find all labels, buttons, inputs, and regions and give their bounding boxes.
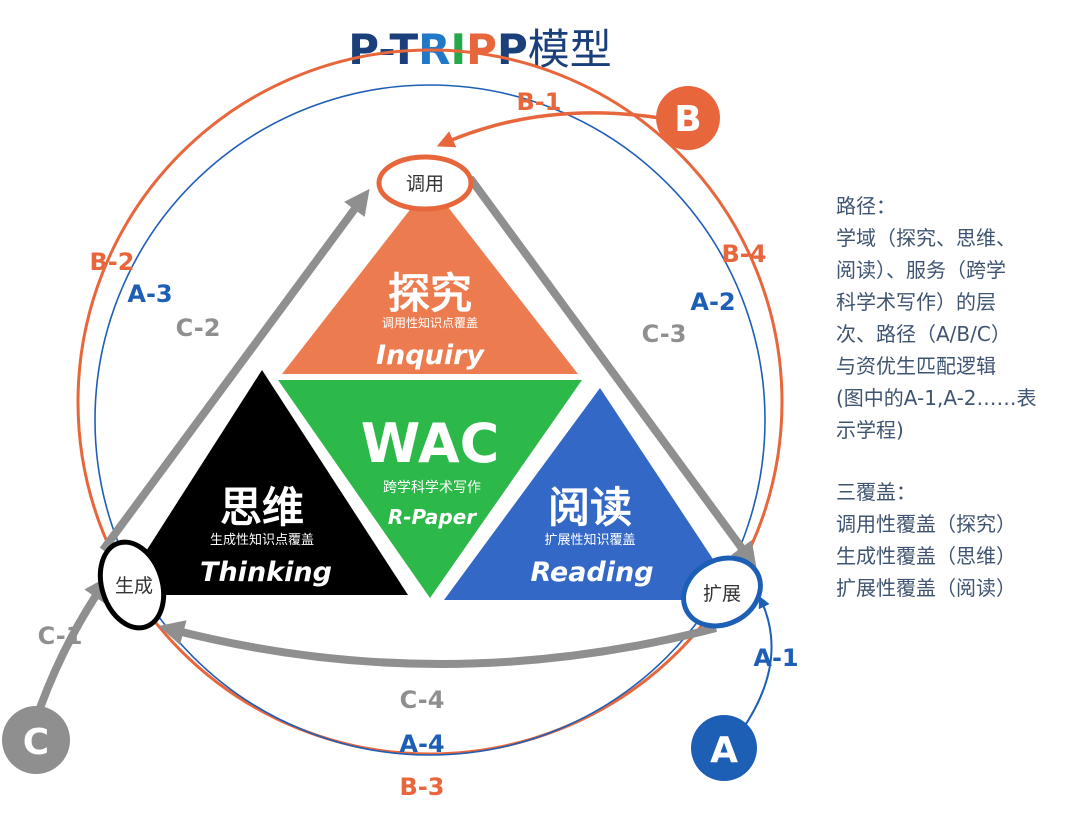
wac-big: WAC	[361, 412, 500, 475]
node-right-label: 扩展	[703, 583, 741, 605]
thinking-en: Thinking	[200, 557, 332, 588]
paths-line: 学域（探究、思维、	[836, 226, 1016, 250]
paths-line: 阅读）、服务（跨学	[836, 258, 1006, 282]
coverage-line: 扩展性覆盖（阅读）	[836, 576, 1016, 600]
title-letter-4: P	[497, 25, 528, 74]
thinking-triangle	[118, 370, 408, 595]
b-path-circle	[76, 48, 784, 756]
coverage-line: 生成性覆盖（思维）	[836, 544, 1016, 568]
paths-line: 与资优生匹配逻辑	[836, 354, 996, 378]
label-a1: A-1	[753, 644, 798, 672]
paths-line: 路径：	[836, 194, 896, 218]
label-b1: B-1	[517, 88, 562, 116]
title-letter-3: P	[466, 25, 497, 74]
coverage-explanation: 三覆盖： 调用性覆盖（探究） 生成性覆盖（思维） 扩展性覆盖（阅读）	[836, 476, 1072, 604]
reading-sub: 扩展性知识覆盖	[544, 532, 635, 548]
inquiry-en: Inquiry	[376, 340, 485, 371]
legend-notes: 路径： 学域（探究、思维、 阅读）、服务（跨学 科学术写作）的层 次、路径（A/…	[836, 190, 1072, 634]
node-top	[376, 154, 474, 212]
label-b4: B-4	[722, 240, 767, 268]
label-a3: A-3	[127, 280, 172, 308]
paths-line: 次、路径（A/B/C）	[836, 322, 1011, 346]
start-a-label: A	[710, 730, 738, 771]
start-b-label: B	[674, 99, 701, 140]
title-letter-2: I	[451, 25, 467, 74]
paths-line: 示学程)	[836, 418, 904, 442]
diagram-title: P-TRIPP模型	[348, 25, 612, 74]
start-c-label: C	[23, 722, 49, 763]
c2-path	[99, 188, 370, 553]
label-a4: A-4	[399, 730, 444, 758]
a-path-circle	[94, 84, 766, 756]
wac-sub: 跨学科学术写作	[383, 480, 481, 496]
wac-triangle	[278, 380, 582, 598]
node-left	[97, 539, 167, 631]
reading-zh: 阅读	[548, 483, 632, 532]
inquiry-triangle	[282, 184, 578, 374]
label-c3: C-3	[642, 320, 687, 348]
node-top-label: 调用	[406, 173, 444, 195]
a1-path	[741, 595, 773, 731]
paths-line: (图中的A-1,A-2……表	[836, 386, 1037, 410]
node-right	[681, 555, 763, 629]
label-c1: C-1	[38, 622, 83, 650]
coverage-line: 三覆盖：	[836, 480, 916, 504]
title-chinese: 模型	[528, 25, 612, 74]
start-c-circle	[2, 706, 70, 774]
reading-en: Reading	[530, 557, 653, 588]
label-b3: B-3	[400, 773, 445, 801]
inquiry-zh: 探究	[388, 269, 472, 318]
start-b-circle	[656, 86, 720, 150]
c4-path	[158, 620, 718, 668]
paths-explanation: 路径： 学域（探究、思维、 阅读）、服务（跨学 科学术写作）的层 次、路径（A/…	[836, 190, 1072, 446]
coverage-line: 调用性覆盖（探究）	[836, 512, 1016, 536]
reading-triangle	[444, 388, 740, 600]
c1-path	[36, 575, 110, 710]
paths-line: 科学术写作）的层	[836, 290, 996, 314]
thinking-sub: 生成性知识点覆盖	[210, 532, 314, 548]
label-c2: C-2	[176, 314, 221, 342]
b1-path	[436, 111, 661, 148]
wac-en: R-Paper	[388, 505, 477, 529]
start-a-circle	[691, 715, 757, 781]
label-c4: C-4	[400, 686, 445, 714]
thinking-zh: 思维	[220, 483, 304, 532]
c3-path	[466, 175, 757, 569]
label-a2: A-2	[690, 288, 735, 316]
label-b2: B-2	[90, 248, 135, 276]
inquiry-sub: 调用性知识点覆盖	[382, 316, 478, 330]
node-left-label: 生成	[115, 575, 153, 597]
